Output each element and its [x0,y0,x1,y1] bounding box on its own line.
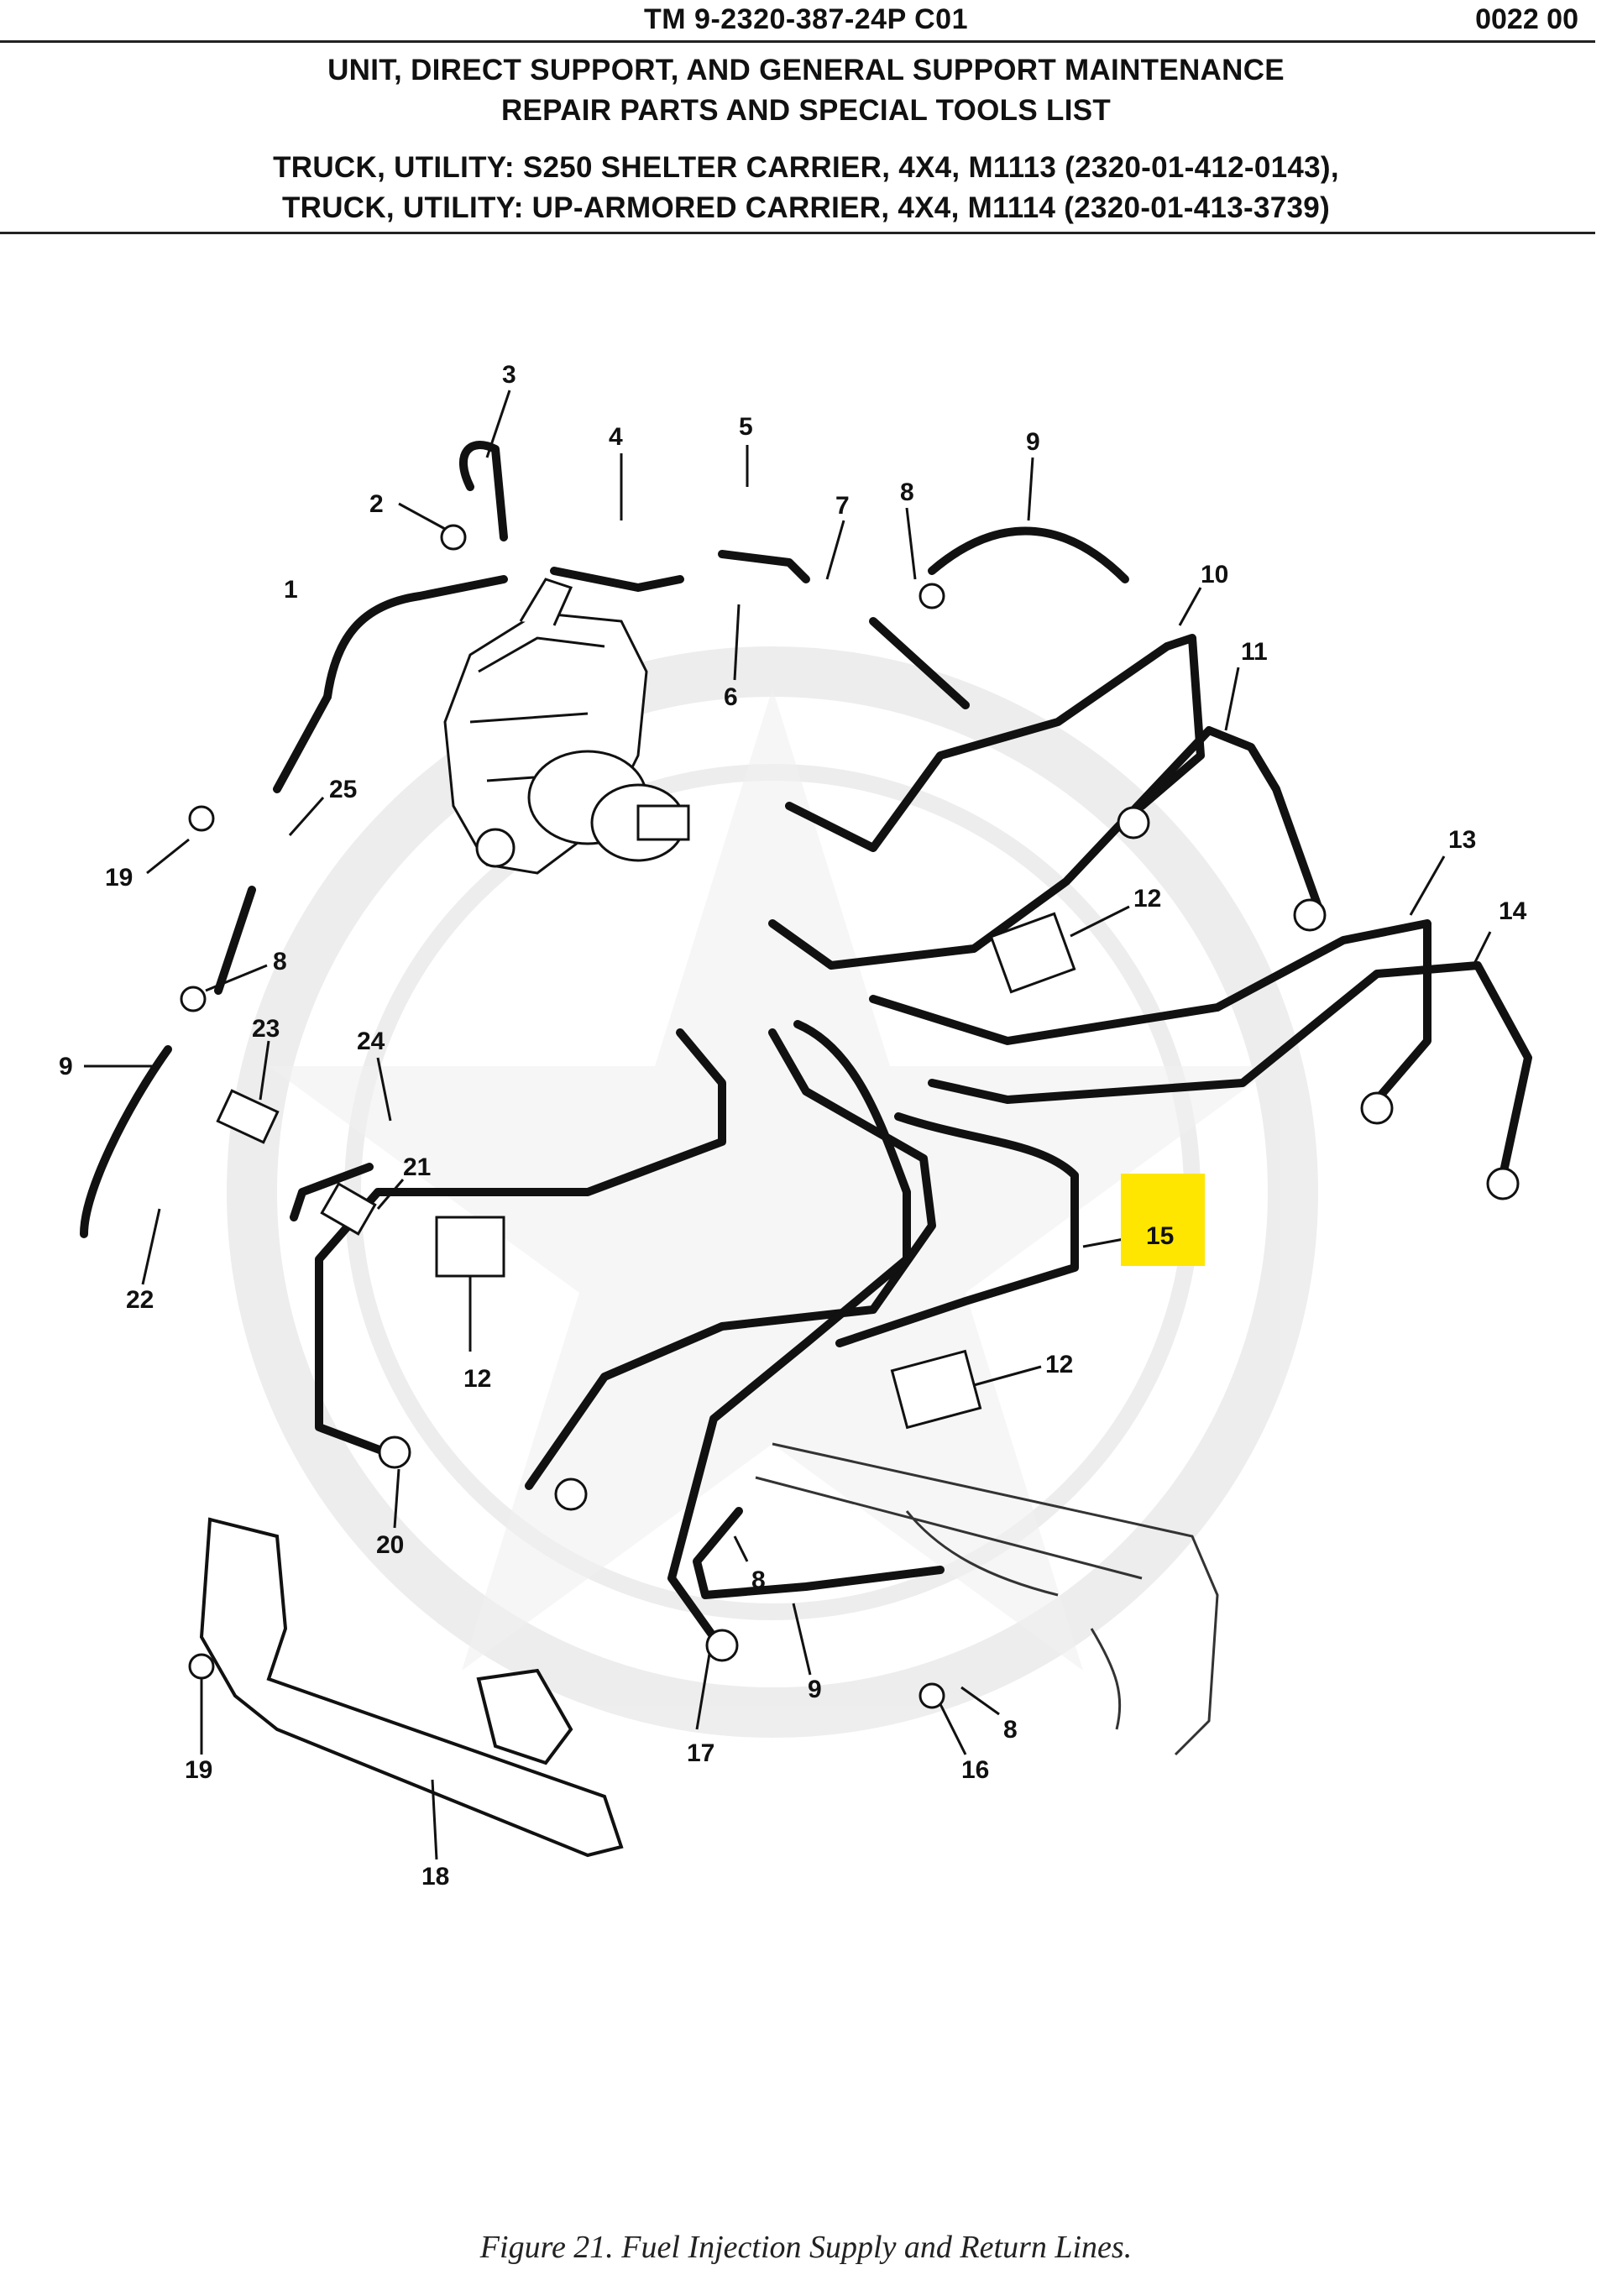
callout-9-left: 9 [59,1053,73,1080]
callout-25: 25 [329,776,357,803]
callout-22: 22 [126,1286,154,1314]
callout-7: 7 [835,492,850,520]
title-line-2: REPAIR PARTS AND SPECIAL TOOLS LIST [500,94,1112,127]
callout-1: 1 [284,576,298,604]
callout-13: 13 [1448,826,1476,854]
callout-12-right: 12 [1045,1351,1073,1378]
header-top-row: TM 9-2320-387-24P C01 0022 00 [0,0,1599,42]
header-rule-bottom [0,232,1595,234]
callout-19-top: 19 [105,864,133,892]
callout-16: 16 [961,1756,989,1784]
fuel-lines [80,441,1532,1641]
callout-18: 18 [421,1863,449,1891]
title-line-1: UNIT, DIRECT SUPPORT, AND GENERAL SUPPOR… [327,54,1285,86]
header-rule-top [0,40,1595,43]
callout-11: 11 [1241,638,1268,666]
callout-8-left: 8 [273,948,287,975]
callout-labels: 1 2 3 4 5 6 7 8 9 10 11 12 13 14 15 19 2… [59,361,1527,1891]
work-package-number: 0022 00 [1475,3,1578,35]
page-header: TM 9-2320-387-24P C01 0022 00 UNIT, DIRE… [0,0,1612,243]
callout-4: 4 [609,423,623,451]
callout-21: 21 [403,1153,431,1181]
diagram-svg: 1 2 3 4 5 6 7 8 9 10 11 12 13 14 15 19 2… [59,361,1532,1891]
callout-14: 14 [1499,897,1527,925]
callout-15: 15 [1146,1222,1174,1250]
fittings [180,524,1520,1709]
engine-block-outline [755,1442,1219,1756]
callout-8-bottom: 8 [1003,1716,1018,1744]
callout-15-highlight [1121,1174,1205,1266]
callout-20: 20 [376,1531,404,1559]
callout-9-bottom: 9 [808,1676,822,1703]
callout-5: 5 [739,413,753,441]
callout-8-top: 8 [900,479,914,506]
injection-pump [443,578,690,875]
callout-24: 24 [357,1028,385,1055]
callout-9-top: 9 [1026,428,1040,456]
callout-2: 2 [369,490,384,518]
exploded-parts-diagram: 1 2 3 4 5 6 7 8 9 10 11 12 13 14 15 19 2… [0,252,1612,2166]
callout-19-bottom: 19 [185,1756,212,1784]
callout-8-mid: 8 [751,1566,766,1594]
callout-12-left: 12 [463,1365,491,1393]
callout-12-top: 12 [1133,885,1161,913]
callout-6: 6 [724,683,738,711]
callout-17: 17 [687,1739,714,1767]
fuel-rail-bracket [199,1517,624,1858]
callout-3: 3 [502,361,516,389]
figure-caption: Figure 21. Fuel Injection Supply and Ret… [479,2230,1133,2265]
callout-23: 23 [252,1015,280,1043]
title-line-3: TRUCK, UTILITY: S250 SHELTER CARRIER, 4X… [273,151,1339,184]
title-line-4: TRUCK, UTILITY: UP-ARMORED CARRIER, 4X4,… [281,191,1331,224]
callout-10: 10 [1201,561,1228,588]
tm-number: TM 9-2320-387-24P C01 [644,3,968,35]
